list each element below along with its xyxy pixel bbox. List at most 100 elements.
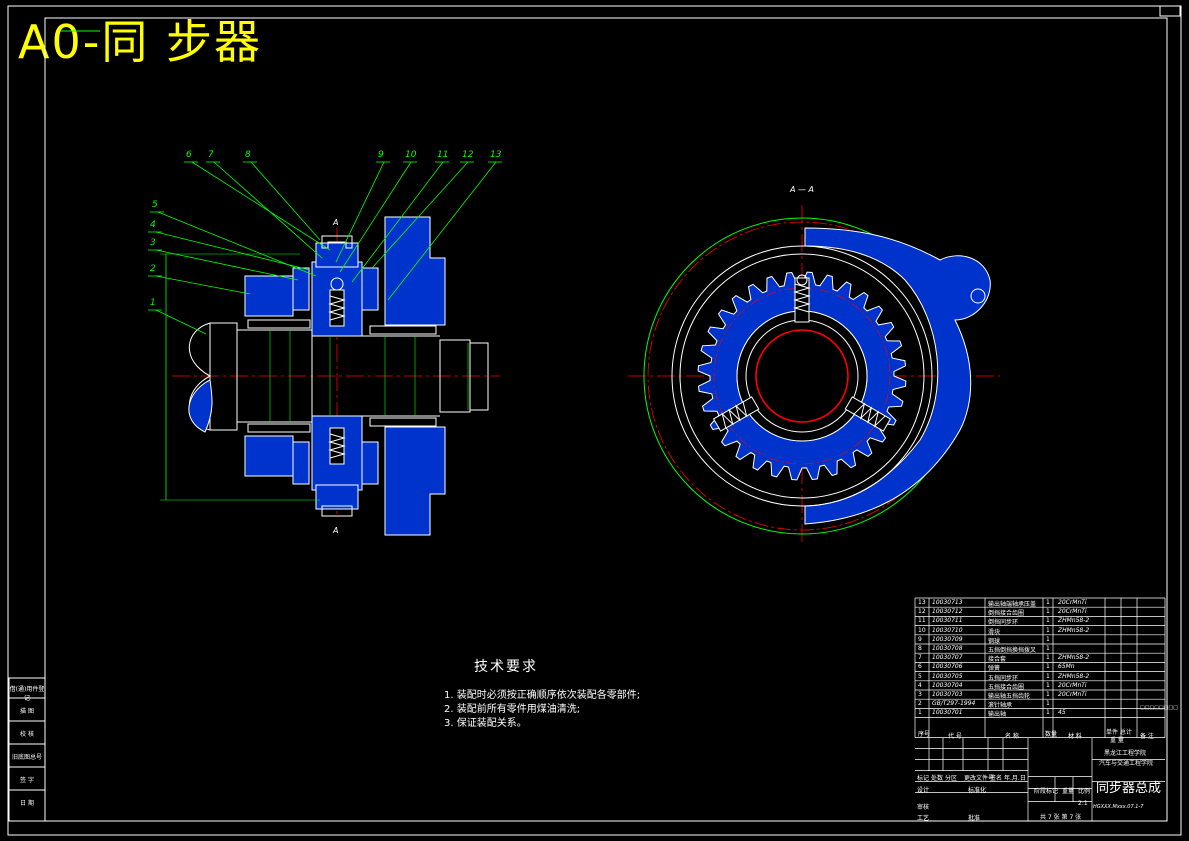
bom-cell-code: 10030704 [932,681,963,689]
bom-header-remark: 备 注 [1140,733,1154,740]
tech-req-item: 2. 装配前所有零件用煤油清洗; [444,704,581,715]
bom-header-no: 序号 [918,731,931,738]
bom-header-material: 材 料 [1068,733,1082,740]
side-label: 校 核 [20,731,34,738]
corner-tag [1159,5,1181,17]
tb-dept: 汽车与交通工程学院 [1099,760,1154,767]
side-label: 旧底图总号 [11,754,42,761]
tb-label-date: 年.月.日 [1004,775,1026,782]
part-balloon: 12 [462,150,474,160]
bom-cell-code: 10030710 [932,626,963,634]
bom-cell-material: ZHMn58-2 [1058,654,1090,662]
bom-remark-cell: □□□□□□□□ [1140,705,1178,711]
bom-cell-name: 倒挡同步环 [988,619,1019,627]
tech-req-item: 3. 保证装配关系。 [444,718,527,729]
part-balloon: 3 [150,238,156,248]
bom-cell-name: 钢球 [988,637,1001,645]
bom-cell-qty: 1 [1046,617,1050,625]
bom-cell-qty: 1 [1046,663,1050,671]
bom-cell-material: ZHMn58-2 [1058,672,1090,680]
bom-cell-qty: 1 [1046,691,1050,698]
balloon-leader [155,249,299,281]
part-balloon: 2 [150,264,156,274]
balloon-leader [155,231,311,271]
balloon-leader [339,161,412,273]
fork-plate [804,227,991,525]
tb-review: 审核 [917,804,930,811]
tb-drawing-name: 同步器总成 [1096,781,1162,796]
tb-drawing-no: HGXXX.Mxxx.07.1-7 [1093,804,1144,810]
part-balloon: 6 [186,150,192,160]
bom-cell-no: 4 [918,681,922,689]
bom-cell-name: 弹簧 [988,665,1001,673]
bom-cell-no: 2 [918,700,922,708]
bom-cell-qty: 1 [1046,681,1050,689]
bom-cell-name: 接合套 [988,656,1007,664]
bom-cell-name: 倒挡接合齿圈 [988,610,1025,618]
bom-cell-code: 10030713 [932,599,963,606]
bom-cell-material: ZHMn58-2 [1058,626,1090,634]
bom-cell-qty: 1 [1046,700,1050,708]
bom-cell-material: ZHMn58-2 [1058,617,1090,625]
bom-cell-material: 45 [1058,709,1066,717]
part-balloon: 1 [150,298,156,308]
bom-cell-code: 10030707 [932,654,963,662]
balloon-leader [335,161,385,263]
side-label: 描 图 [20,708,34,715]
bom-cell-code: GB/T297-1994 [932,700,976,708]
bom-cell-no: 8 [918,645,922,652]
tb-scale: 2:1 [1078,800,1088,807]
balloon-leader [351,161,444,283]
bom-cell-no: 10 [918,626,926,634]
bom-cell-name: 输出轴五挡齿轮 [988,693,1031,700]
balloon-leader [250,161,321,241]
part-balloon: 4 [150,220,156,230]
bom-cell-name: 输出轴 [988,711,1007,719]
cut-mark-bottom: A [333,526,339,535]
bom-cell-name: 五挡倒挡换挡拨叉 [988,647,1037,654]
bom-cell-code: 10030706 [932,663,963,671]
tb-label-mark: 标记 [917,775,930,782]
balloon-leader [387,161,497,301]
bom-cell-code: 10030709 [932,635,963,643]
part-balloon: 13 [490,150,502,160]
tb-process: 工艺 [917,815,930,822]
bom-cell-no: 1 [918,709,922,717]
output-shaft [209,322,238,431]
bom-cell-name: 输出轴端轴承压盖 [988,601,1037,608]
bom-cell-no: 3 [918,691,922,698]
bom-cell-code: 10030701 [932,709,963,717]
bom-cell-code: 10030703 [932,691,963,698]
balloon-leaders [148,161,502,335]
bom-header-weight: 重 量 [1110,737,1124,744]
balloon-leader [157,211,317,277]
tb-approve: 批准 [968,815,981,822]
cut-mark-top: A [333,218,339,227]
bom-cell-no: 12 [918,608,926,616]
bom-cell-code: 10030711 [932,617,963,625]
balloon-leader [155,309,207,335]
tech-req-item: 1. 装配时必须按正确顺序依次装配各零部件; [444,690,641,701]
sectional-view [160,216,500,536]
bom-header-qty: 数量 [1045,731,1058,738]
title-block-grid [914,597,1166,822]
bom-cell-name: 五挡同步环 [988,674,1019,682]
bom-header-code: 代 号 [948,733,962,740]
drawing-banner-title: A0-同 步器 [18,15,262,69]
bom-cell-material: 20CrMnTi [1058,599,1087,606]
tb-design: 设计 [917,787,930,794]
balloon-leader [371,161,469,269]
part-balloon: 5 [152,200,158,210]
bom-cell-material: 65Mn [1058,663,1075,671]
section-label: A — A [790,185,815,194]
tb-label-sign: 签名 [990,775,1003,782]
bom-header-name: 名 称 [1005,733,1019,740]
part-balloon: 11 [437,150,449,160]
bom-cell-code: 10030708 [932,645,963,652]
inner-border [44,17,1168,822]
balloon-leader [155,275,251,295]
outer-border [7,5,1182,836]
tb-label-change-doc: 更改文件号 [964,775,995,782]
bom-cell-qty: 1 [1046,654,1050,662]
